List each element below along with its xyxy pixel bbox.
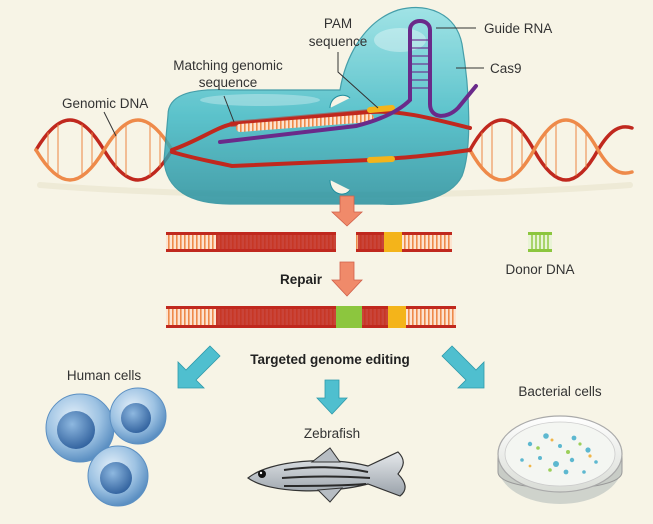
- label-matching-sequence-1: Matching genomic: [173, 58, 283, 73]
- guide-rna: [218, 19, 478, 144]
- label-donor-dna: Donor DNA: [505, 262, 574, 277]
- petri-dish: [497, 415, 623, 504]
- label-zebrafish: Zebrafish: [304, 426, 360, 441]
- label-human-cells: Human cells: [67, 368, 142, 383]
- label-bacterial-cells: Bacterial cells: [518, 384, 602, 399]
- label-pam-2: sequence: [309, 34, 368, 49]
- label-genomic-dna: Genomic DNA: [62, 96, 148, 111]
- human-cells: [45, 387, 167, 507]
- label-targeted-editing: Targeted genome editing: [250, 352, 410, 367]
- cas9-protein: [163, 6, 470, 205]
- cut-dna: [166, 232, 452, 252]
- arrow-cut: [330, 195, 364, 227]
- label-cas9: Cas9: [490, 61, 522, 76]
- arrow-human: [177, 345, 221, 389]
- leader-lines: [103, 27, 484, 137]
- zebrafish: [247, 447, 406, 503]
- donor-dna: [528, 232, 552, 252]
- label-repair: Repair: [280, 272, 323, 287]
- arrow-zebrafish: [316, 379, 348, 415]
- label-matching-sequence-2: sequence: [199, 75, 258, 90]
- repaired-dna: [166, 306, 456, 328]
- separated-dna-strands: [170, 105, 472, 169]
- arrow-repair: [331, 261, 363, 297]
- label-guide-rna: Guide RNA: [484, 21, 552, 36]
- label-pam-1: PAM: [324, 16, 352, 31]
- arrow-bacterial: [441, 345, 485, 389]
